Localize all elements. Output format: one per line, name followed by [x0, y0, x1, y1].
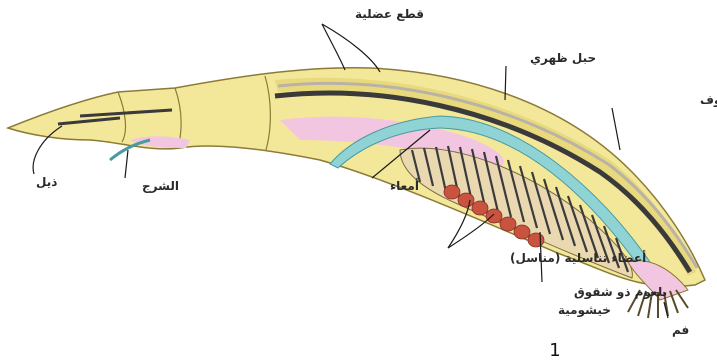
label-mouth: فم — [672, 323, 689, 337]
label-tail: ذيل — [36, 175, 57, 189]
leader-anus — [125, 150, 128, 178]
leader-muscle-2 — [322, 24, 380, 72]
label-intestine: أمعاء — [390, 178, 419, 193]
label-pharynx-line2: خيشومية — [558, 303, 611, 318]
leader-nerve-cord — [612, 108, 620, 150]
label-muscle-segments: قطع عضلية — [355, 7, 424, 21]
label-hollow-nerve-cord: حبل عصبي اجوف — [700, 93, 717, 108]
figure-number: 1 — [549, 340, 560, 361]
label-anus: الشرج — [142, 179, 179, 193]
label-pharynx-line1: بلعوم ذو شقوق — [574, 285, 667, 300]
label-gonads: أعضاء تناسلية (مناسل) — [510, 250, 646, 265]
label-dorsal-cord: حبل ظهري — [530, 51, 596, 65]
